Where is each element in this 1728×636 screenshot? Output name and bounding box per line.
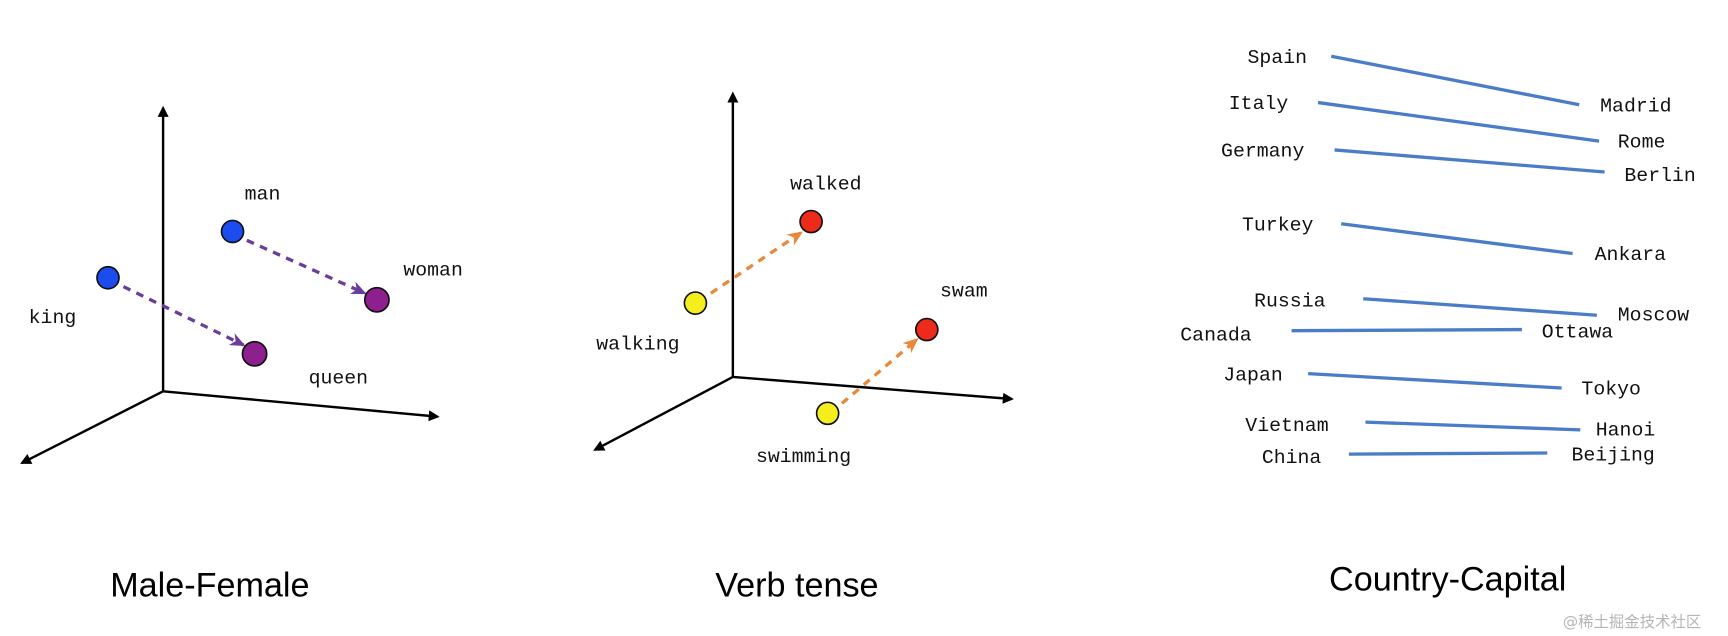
capital-label: Tokyo [1581,378,1641,401]
x-axis [162,390,440,422]
connector-line [1308,372,1562,390]
connector-line [1330,54,1580,107]
connector-line [1334,148,1605,174]
walked-label: walked [790,173,861,196]
pair-spain: Spain Madrid [1248,46,1672,117]
capital-label: Ottawa [1542,320,1613,343]
country-capital-panel: Spain Madrid Italy Rome Germany Berlin T… [1180,46,1696,599]
pair-canada: Canada Ottawa [1180,320,1613,346]
pair-turkey: Turkey Ankara [1242,213,1666,266]
male-female-panel: king man woman queen Male-Female [20,105,463,604]
connector-line [1365,420,1581,432]
capital-label: Hanoi [1596,418,1656,441]
swimming-point [815,401,840,426]
pair-russia: Russia Moscow [1254,289,1689,326]
pair-japan: Japan Tokyo [1223,363,1641,400]
walking-walked-arrow [709,231,804,295]
swimming-swam-arrow [840,338,919,405]
connector-line [1363,297,1597,317]
capital-label: Ankara [1595,243,1666,266]
queen-label: queen [309,367,369,390]
country-label: Japan [1223,363,1283,386]
z-axis [20,390,164,464]
male-female-title: Male-Female [110,566,309,604]
walking-label: walking [596,332,679,355]
woman-point [363,286,390,313]
man-woman-arrow [246,238,367,295]
swam-label: swam [940,280,988,303]
country-label: Italy [1229,92,1289,115]
pair-vietnam: Vietnam Hanoi [1245,414,1655,441]
verb-tense-title: Verb tense [715,566,878,604]
pair-china: China Beijing [1262,444,1655,469]
man-point [220,219,245,244]
pair-germany: Germany Berlin [1221,140,1696,187]
king-label: king [29,306,77,329]
swimming-label: swimming [756,445,851,468]
connector-line [1340,222,1573,256]
country-label: China [1262,446,1322,469]
watermark: @稀土掘金技术社区 [1563,613,1702,631]
capital-label: Berlin [1624,164,1695,187]
country-label: Vietnam [1245,414,1328,437]
capital-label: Moscow [1618,304,1689,327]
swam-point [914,317,939,342]
country-label: Germany [1221,140,1304,163]
connector-line [1317,100,1600,143]
king-point [96,265,120,290]
z-axis [593,375,734,451]
x-axis [732,375,1014,404]
capital-label: Madrid [1600,94,1671,117]
connector-line [1348,451,1548,456]
country-label: Spain [1248,46,1307,69]
verb-tense-panel: walking walked swimming swam Verb tense [593,91,1014,604]
country-capital-title: Country-Capital [1329,561,1566,599]
queen-point [241,340,268,367]
man-label: man [245,183,281,206]
walking-point [683,291,708,315]
connector-line [1291,327,1522,333]
capital-label: Beijing [1572,444,1655,467]
walked-point [799,209,823,234]
woman-label: woman [403,259,463,282]
country-label: Russia [1254,289,1325,312]
king-queen-arrow [122,285,246,347]
country-label: Canada [1180,324,1251,347]
pair-italy: Italy Rome [1229,92,1666,154]
country-label: Turkey [1242,213,1313,236]
capital-label: Rome [1618,131,1666,154]
